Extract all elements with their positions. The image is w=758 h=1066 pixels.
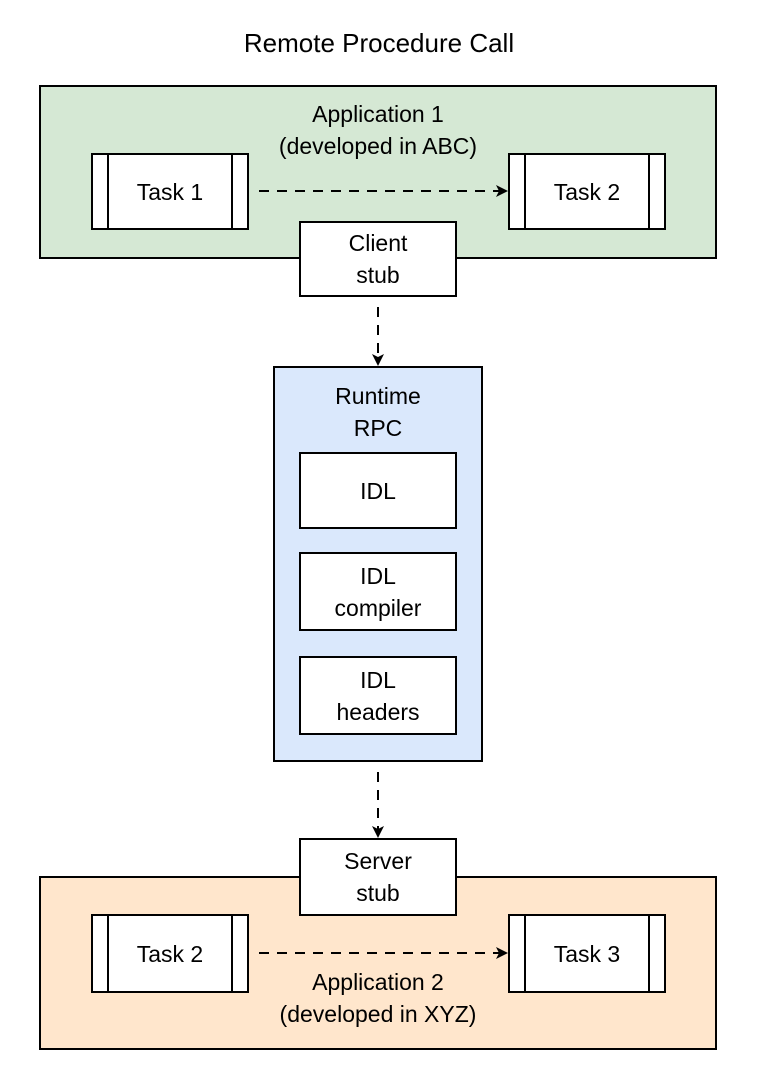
idl-headers-box: IDL headers [299, 656, 457, 735]
server-stub: Server stub [299, 838, 457, 916]
application-2-label: Application 2 (developed in XYZ) [279, 969, 477, 1027]
runtime-rpc-label: Runtime RPC [335, 383, 421, 441]
idl-compiler-box: IDL compiler [299, 552, 457, 631]
app2-task-2: Task 2 [91, 914, 249, 993]
app2-task-3: Task 3 [508, 914, 666, 993]
app1-task-2: Task 2 [508, 153, 666, 230]
app1-task-1: Task 1 [91, 153, 249, 230]
application-1-label: Application 1 (developed in ABC) [278, 101, 478, 159]
client-stub: Client stub [299, 221, 457, 297]
diagram-title: Remote Procedure Call [243, 28, 515, 58]
idl-box: IDL [299, 452, 457, 529]
